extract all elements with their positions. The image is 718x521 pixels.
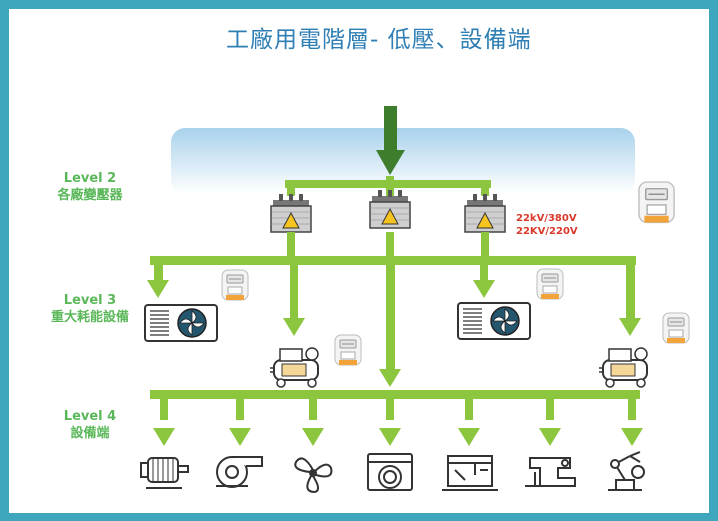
smart-meter-icon (334, 334, 362, 366)
machine-tool-icon (442, 455, 498, 491)
motor-icon (140, 457, 189, 489)
level-2-desc: 各廠變壓器 (57, 188, 123, 203)
voltage-label-380: 22kV/380V (516, 213, 577, 224)
transformer-icon (464, 193, 506, 233)
washing-machine-icon (367, 453, 413, 491)
level-3-desc: 重大耗能設備 (50, 310, 129, 325)
level-2-name: Level 2 (63, 171, 117, 186)
fan-icon (294, 457, 333, 494)
diagram-title: 工廠用電階層- 低壓、設備端 (226, 27, 532, 53)
smart-meter-icon (221, 269, 249, 301)
arrow-head (619, 318, 641, 336)
level-3-name: Level 3 (63, 293, 117, 308)
arrow-head (302, 428, 324, 446)
level-3-feeders (150, 232, 636, 369)
smart-meter-icon (536, 268, 564, 300)
arrow-head (283, 318, 305, 336)
arrow-head (621, 428, 643, 446)
smart-meter-icon (638, 181, 675, 224)
main-supply-arrow (376, 106, 405, 175)
transformer-icon (369, 189, 411, 229)
arrow-head (379, 428, 401, 446)
level-4-distribution (150, 390, 640, 420)
arrow-head (539, 428, 561, 446)
level-2-distribution (285, 176, 491, 196)
blower-icon (216, 456, 263, 488)
voltage-label-220: 22KV/220V (516, 226, 578, 237)
voltage-labels: 22kV/380V 22KV/220V (516, 212, 578, 238)
transformer-icon (270, 193, 312, 233)
level-2-label: Level 2 各廠變壓器 (40, 170, 140, 204)
grid-supply-band (171, 128, 635, 194)
sewing-machine-icon (525, 457, 576, 487)
smart-meter-icon (662, 312, 690, 344)
arrow-head (153, 428, 175, 446)
arrow-head (458, 428, 480, 446)
arrow-head (379, 369, 401, 387)
arrow-head (147, 280, 169, 298)
level-4-desc: 設備端 (70, 426, 110, 441)
air-compressor-icon (598, 347, 648, 388)
level-3-label: Level 3 重大耗能設備 (40, 292, 140, 326)
arrow-head (229, 428, 251, 446)
level-4-label: Level 4 設備端 (40, 408, 140, 442)
air-conditioner-icon (457, 302, 531, 340)
air-conditioner-icon (144, 304, 218, 342)
air-compressor-icon (269, 347, 319, 388)
level-4-name: Level 4 (63, 409, 117, 424)
robot-arm-icon (608, 451, 645, 491)
arrow-head (473, 280, 495, 298)
